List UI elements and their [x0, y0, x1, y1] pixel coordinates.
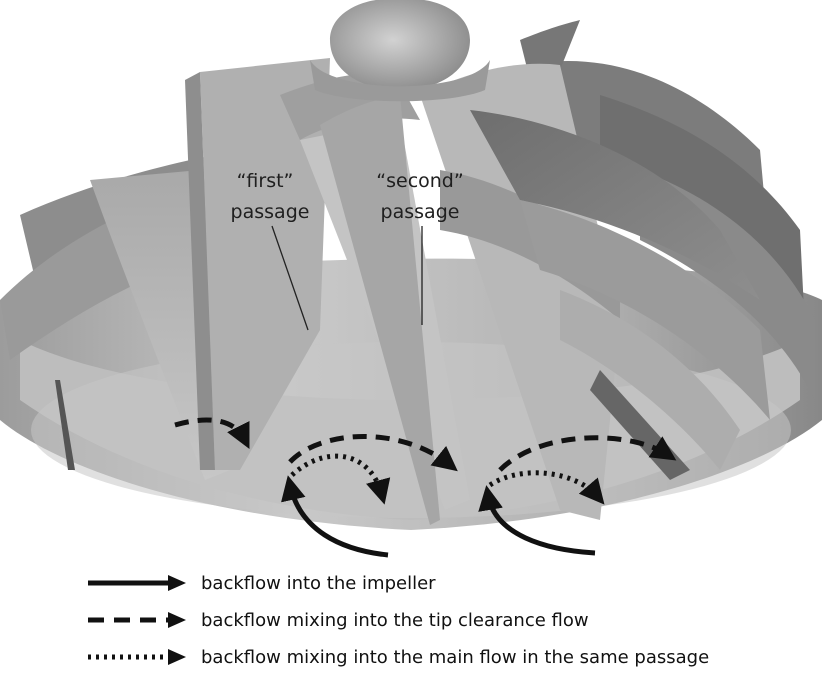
first-label-line2: passage	[231, 201, 310, 223]
second-label-line2: passage	[381, 201, 460, 223]
dotted-arrow-right	[488, 470, 605, 505]
flow-arrows	[174, 417, 677, 558]
impeller-blades	[0, 0, 815, 525]
legend-item-dashed: backflow mixing into the tip clearance f…	[88, 610, 589, 631]
legend-dashed-text: backflow mixing into the tip clearance f…	[201, 610, 589, 631]
first-pointer-line	[271, 225, 309, 331]
first-passage-label: “first” passage	[231, 170, 310, 331]
legend-dotted-arrowhead	[168, 649, 186, 665]
solid-arrow-right	[478, 485, 596, 556]
legend-item-dotted: backflow mixing into the main flow in th…	[88, 647, 709, 668]
second-passage-label: “second” passage	[376, 170, 464, 325]
legend-dotted-text: backflow mixing into the main flow in th…	[201, 647, 709, 668]
solid-arrow-middle	[281, 475, 389, 558]
first-label-line1: “first”	[237, 170, 294, 192]
dashed-arrow-middle	[288, 434, 458, 472]
dotted-arrow-middle	[290, 453, 391, 505]
legend-dashed-arrowhead	[168, 612, 186, 628]
legend-item-solid: backflow into the impeller	[88, 573, 436, 594]
dashed-arrow-left	[174, 417, 250, 449]
legend-solid-arrowhead	[168, 575, 186, 591]
second-label-line1: “second”	[376, 170, 463, 192]
legend-solid-text: backflow into the impeller	[201, 573, 436, 594]
dashed-arrow-right	[498, 435, 677, 472]
legend: backflow into the impeller backflow mixi…	[88, 573, 709, 668]
